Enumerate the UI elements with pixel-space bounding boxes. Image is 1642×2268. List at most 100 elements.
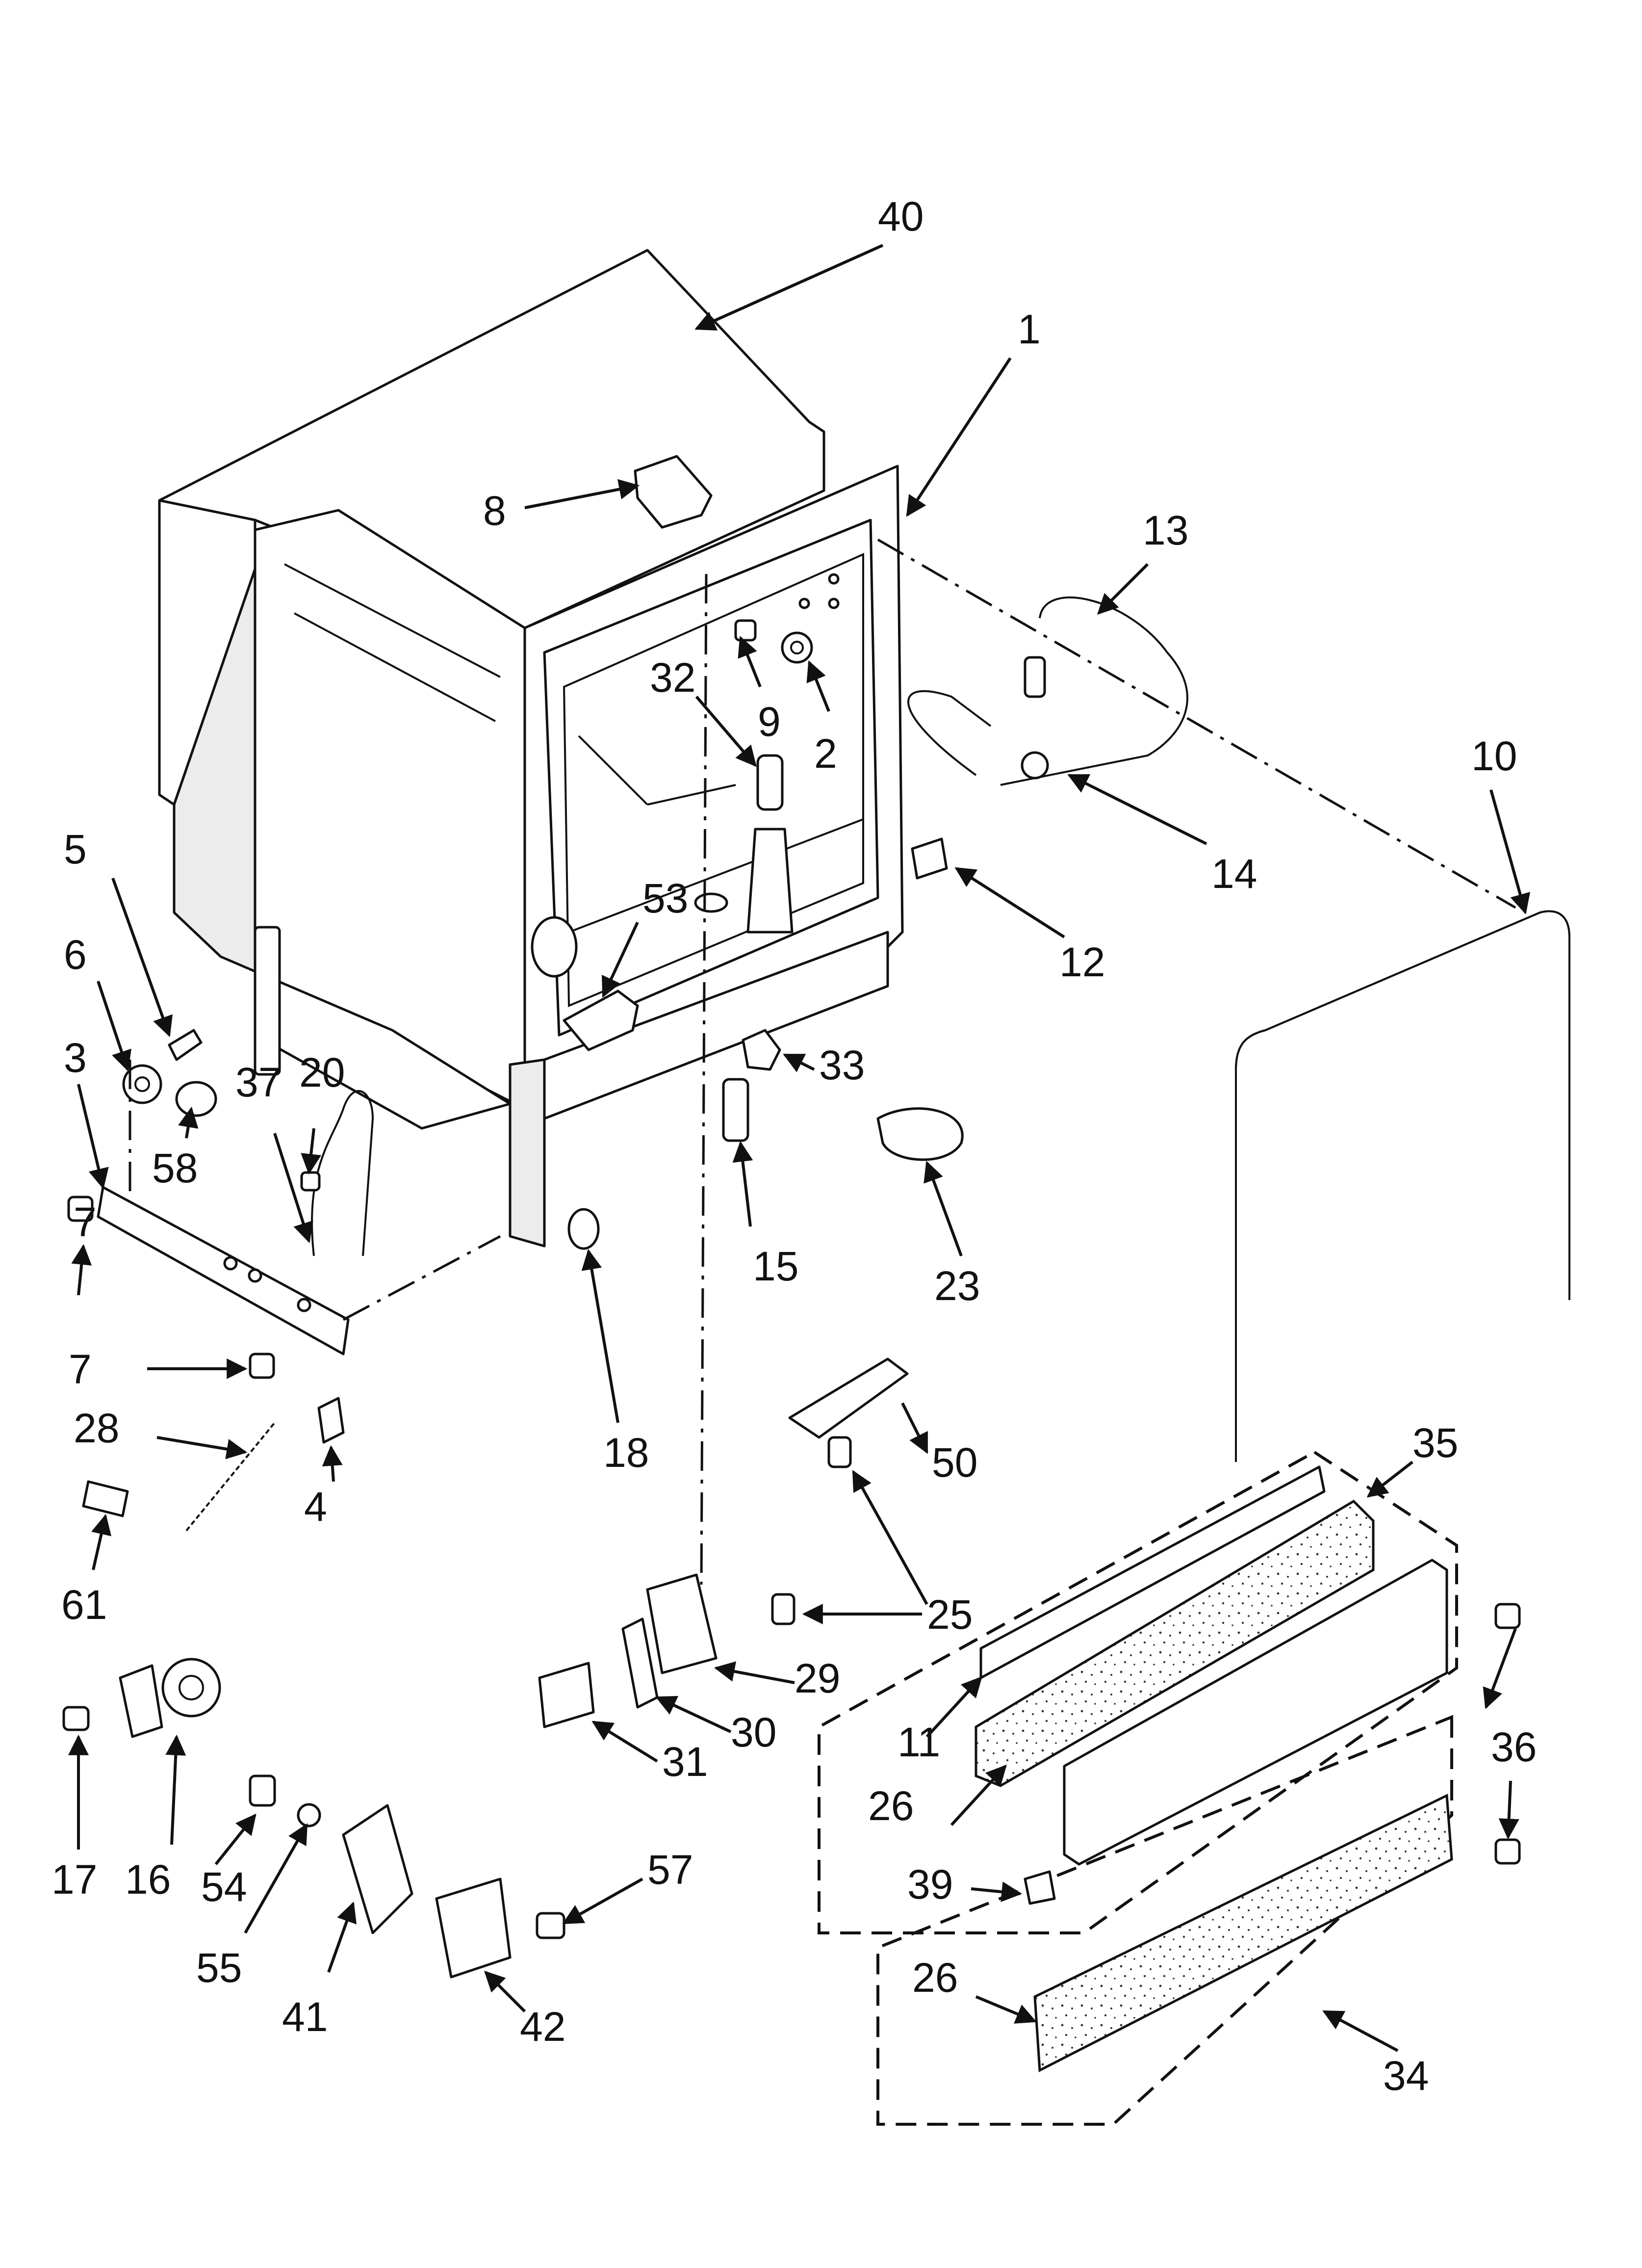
part-41-plate — [342, 1804, 413, 1934]
callout-40: 40 — [878, 193, 924, 239]
part-23-clip — [876, 1107, 964, 1161]
callout-39: 39 — [907, 1861, 953, 1907]
part-50-bracket — [788, 1357, 909, 1439]
callout-17: 17 — [51, 1856, 97, 1903]
tub-side-insulation — [173, 568, 257, 973]
callout-14: 14 — [1211, 851, 1257, 897]
part-36-screw-a — [1494, 1603, 1521, 1629]
guide-lines — [128, 538, 1516, 1585]
callout-13: 13 — [1143, 507, 1188, 553]
callout-10: 10 — [1471, 733, 1517, 779]
part-16-valve — [161, 1658, 221, 1718]
callout-3: 3 — [64, 1035, 87, 1081]
toe-panel-kit — [818, 1450, 1521, 2126]
kit-35-boundary — [818, 1450, 1458, 1934]
part-16-valve-bracket — [119, 1664, 163, 1738]
sump — [531, 916, 578, 978]
part-13-hose-a — [907, 690, 992, 776]
part-5-screw — [168, 1029, 203, 1061]
callout-1: 1 — [1018, 306, 1041, 352]
part-11-trim — [979, 1465, 1326, 1679]
tub-interior — [563, 552, 864, 1007]
kit-34-boundary — [876, 1715, 1453, 2126]
part-57-screw — [536, 1912, 565, 1939]
callout-35: 35 — [1412, 1420, 1458, 1466]
part-20-clamp — [300, 1171, 321, 1192]
callout-labels: 1 2 3 4 5 6 7 8 9 10 11 12 13 14 15 16 1… — [51, 193, 1537, 2099]
callout-50: 50 — [932, 1439, 977, 1486]
callout-23: 23 — [934, 1263, 980, 1309]
part-14-grommet — [1021, 751, 1049, 780]
callout-58: 58 — [152, 1145, 198, 1191]
part-58-bumper — [175, 1081, 217, 1117]
callout-42: 42 — [520, 2004, 565, 2050]
part-7-screw-a — [67, 1196, 94, 1222]
part-17-screw — [62, 1706, 90, 1731]
part-28-spring — [185, 1422, 276, 1532]
tub-internal-parts — [531, 455, 840, 1051]
callout-7a: 7 — [74, 1199, 97, 1245]
callout-30: 30 — [731, 1709, 776, 1755]
part-29-latch — [646, 1573, 718, 1674]
callout-2: 2 — [814, 730, 837, 777]
callout-36: 36 — [1491, 1724, 1537, 1770]
callout-53: 53 — [642, 875, 688, 921]
part-15-spacer — [722, 1078, 749, 1142]
callout-9: 9 — [758, 699, 781, 745]
callout-20: 20 — [299, 1049, 345, 1095]
part-54-screw — [249, 1774, 276, 1807]
callout-25: 25 — [927, 1591, 973, 1638]
callout-34: 34 — [1383, 2053, 1429, 2099]
tub-left-flange — [509, 1058, 546, 1248]
part-25-screw-b — [771, 1593, 795, 1625]
callout-57: 57 — [647, 1847, 693, 1893]
hinge-bracket — [254, 926, 281, 1076]
part-55-washer — [297, 1803, 321, 1827]
callout-26a: 26 — [868, 1783, 914, 1829]
callout-7b: 7 — [69, 1346, 92, 1392]
callout-18: 18 — [603, 1430, 649, 1476]
part-31-cover — [538, 1662, 595, 1728]
callout-12: 12 — [1059, 939, 1105, 985]
part-39-clip — [1024, 1870, 1056, 1905]
callout-6: 6 — [64, 932, 87, 978]
part-42-shield — [435, 1877, 512, 1979]
callout-5: 5 — [64, 826, 87, 872]
callout-31: 31 — [662, 1739, 708, 1785]
callout-61: 61 — [61, 1582, 107, 1628]
part-2-grommet — [781, 631, 813, 664]
toe-panel — [1063, 1559, 1448, 1866]
part-12-clip — [911, 837, 948, 880]
callout-29: 29 — [795, 1655, 840, 1701]
part-32-tower — [746, 828, 794, 934]
part-26-insulation-a — [975, 1499, 1375, 1787]
callout-8: 8 — [483, 488, 506, 534]
leader-lines — [68, 244, 1531, 2052]
part-25-screw-a — [827, 1436, 852, 1468]
part-6-washer — [122, 1064, 162, 1104]
part-33-nut — [742, 1029, 781, 1071]
part-37-hose — [311, 1090, 374, 1256]
part-32-nozzle — [756, 754, 784, 811]
part-13-fitting — [1024, 656, 1046, 698]
part-26-insulation-b — [1033, 1794, 1453, 2072]
part-9-screw — [734, 619, 757, 642]
part-30-lever — [621, 1617, 659, 1709]
part-36-screw-b — [1494, 1838, 1521, 1865]
callout-4: 4 — [304, 1484, 327, 1530]
tub-assembly — [158, 249, 904, 1248]
callout-55: 55 — [196, 1945, 242, 1991]
right-top-parts — [907, 596, 1570, 1462]
callout-15: 15 — [753, 1243, 798, 1289]
callout-41: 41 — [282, 1994, 328, 2040]
part-7-screw-b — [249, 1353, 275, 1379]
part-18-leg — [567, 1208, 600, 1250]
callout-28: 28 — [74, 1405, 119, 1451]
part-3-rail — [97, 1186, 350, 1356]
part-10-seal — [1235, 910, 1570, 1462]
callout-37: 37 — [235, 1059, 281, 1105]
valve-assembly — [62, 1658, 221, 1738]
callout-26b: 26 — [912, 1955, 958, 2001]
callout-16: 16 — [125, 1856, 171, 1903]
bracket-parts — [249, 1774, 565, 1979]
